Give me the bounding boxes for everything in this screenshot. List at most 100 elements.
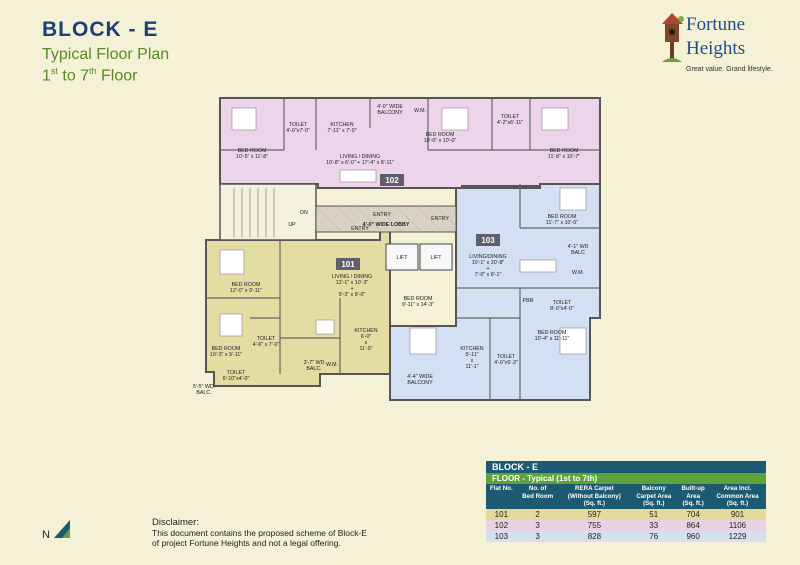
room-dim: 5'-11" bbox=[465, 352, 478, 358]
room-dim: 6'-10"x4'-0" bbox=[223, 376, 250, 382]
table-floor-title: FLOOR - Typical (1st to 7th) bbox=[486, 473, 766, 484]
table-cell: 2 bbox=[516, 508, 559, 520]
brand-name-line2: Heights bbox=[686, 38, 746, 59]
flat-103-badge bbox=[476, 234, 500, 246]
room-label: 4'-4" WIDE bbox=[407, 374, 433, 380]
room-label: W.M. bbox=[326, 362, 338, 368]
plan-subtitle: Typical Floor Plan bbox=[42, 46, 170, 63]
room-label: BED ROOM bbox=[404, 296, 433, 302]
disclaimer-heading: Disclaimer: bbox=[152, 517, 199, 528]
room-label: TOILET bbox=[501, 114, 520, 120]
disclaimer-line: This document contains the proposed sche… bbox=[152, 528, 367, 538]
flat-101-label: 101 bbox=[341, 260, 355, 269]
floor-plan: 102 103 101 BED ROOM 10'-5" x 11'-8" TOI… bbox=[193, 97, 601, 401]
room-label: TOILET bbox=[289, 122, 308, 128]
room-dim: 9'-11" x 14'-3" bbox=[402, 302, 434, 308]
room-dim: 8'-0"x4'-0" bbox=[550, 306, 574, 312]
room-label: BALC bbox=[571, 250, 585, 256]
room-dim: + bbox=[350, 286, 353, 292]
lobby bbox=[315, 205, 457, 233]
room-dim: 4'-2"x6'-11" bbox=[497, 120, 523, 126]
room-label: BALCONY bbox=[407, 380, 433, 386]
entry-label: ENTRY bbox=[431, 216, 449, 222]
table-cell: 76 bbox=[630, 530, 678, 542]
lift-label: LIFT bbox=[431, 255, 443, 261]
room-label: 5'-5" WD. bbox=[193, 384, 215, 390]
room-dim: 12'-0" x 9'-11" bbox=[230, 288, 262, 294]
table-cell: 864 bbox=[677, 519, 709, 531]
room-label: PBR bbox=[523, 298, 534, 304]
col-header: Flat No. bbox=[486, 484, 517, 509]
room-label: W.M. bbox=[572, 270, 584, 276]
room-label: LIVING / DINING bbox=[332, 274, 372, 280]
table-cell: 33 bbox=[630, 519, 678, 531]
lift-left bbox=[385, 243, 419, 271]
room-dim: 7'-0" x 8'-1" bbox=[475, 272, 502, 278]
north-label: N bbox=[42, 529, 50, 541]
room-label: KITCHEN bbox=[330, 122, 353, 128]
room-label: BED ROOM bbox=[548, 214, 577, 220]
room-dim: 4'-0"x6'-3" bbox=[494, 360, 518, 366]
table-cell: 101 bbox=[486, 508, 517, 520]
lobby-label: 4'-0" WIDE LOBBY bbox=[363, 222, 410, 228]
room-dim: 11'-8" x 10'-7" bbox=[548, 154, 580, 160]
birdhouse-icon bbox=[662, 13, 684, 62]
room-label: TOILET bbox=[257, 336, 276, 342]
floor-range: 1st to 7th Floor bbox=[42, 66, 138, 85]
north-arrow-icon bbox=[54, 520, 70, 538]
staircase bbox=[219, 183, 317, 241]
area-table: BLOCK - E FLOOR - Typical (1st to 7th) F… bbox=[486, 461, 766, 542]
table-cell: 960 bbox=[677, 530, 709, 542]
room-dim: 10'-4" x 11'-11" bbox=[535, 336, 570, 342]
room-label: BED ROOM bbox=[212, 346, 241, 352]
flat-102-badge bbox=[380, 174, 404, 186]
room-label: LIVING / DINING bbox=[340, 154, 380, 160]
entry-label: ENTRY bbox=[351, 226, 369, 232]
room-dim: x bbox=[471, 358, 474, 364]
room-dim: 10'-1" x 20'-8" bbox=[472, 260, 505, 266]
room-dim: 4'-6" x 7'-0" bbox=[253, 342, 280, 348]
room-dim: 11'-1" bbox=[465, 364, 478, 370]
table-cell: 901 bbox=[708, 508, 766, 520]
room-label: 4'-1" WD bbox=[568, 244, 589, 250]
title-block: BLOCK - E Typical Floor Plan 1st to 7th … bbox=[42, 18, 169, 85]
table-block-title: BLOCK - E bbox=[486, 461, 766, 473]
room-dim: x bbox=[365, 340, 368, 346]
table-cell: 3 bbox=[516, 530, 559, 542]
room-label: BALC. bbox=[306, 366, 321, 372]
stair-up-label: UP bbox=[288, 222, 296, 228]
flat-102-label: 102 bbox=[385, 176, 399, 185]
table-cell: 3 bbox=[516, 519, 559, 531]
room-dim: 13'-1" x 10'-3" bbox=[336, 280, 369, 286]
brand-tagline: Great value. Grand lifestyle. bbox=[686, 66, 773, 73]
room-label: W.M. bbox=[414, 108, 426, 114]
room-dim: 10'-3" x 9'-11" bbox=[210, 352, 242, 358]
table-cell: 102 bbox=[486, 519, 517, 531]
room-label: BALC. bbox=[196, 390, 211, 396]
room-label: TOILET bbox=[227, 370, 246, 376]
room-label: KITCHEN bbox=[460, 346, 483, 352]
col-header: Area Incl.Common Area(Sq. ft.) bbox=[708, 484, 766, 509]
room-label: 3'-7" WD bbox=[304, 360, 325, 366]
room-label: BALCONY bbox=[377, 110, 403, 116]
room-dim: 10'-5" x 11'-8" bbox=[236, 154, 268, 160]
lift-right bbox=[419, 243, 453, 271]
room-dim: 10'-0" x 10'-0" bbox=[424, 138, 457, 144]
room-dim: 11'-0" bbox=[359, 346, 372, 352]
flat-101-badge bbox=[336, 258, 360, 270]
table-cell: 51 bbox=[630, 508, 678, 520]
table-cell: 828 bbox=[558, 530, 631, 542]
flat-103-area bbox=[389, 183, 601, 401]
table-cell: 103 bbox=[486, 530, 517, 542]
lift-label: LIFT bbox=[397, 255, 409, 261]
room-dim: 10'-8" x 6'-0" + 17'-4" x 8'-11" bbox=[326, 160, 394, 166]
table-cell: 704 bbox=[677, 508, 709, 520]
table-cell: 1106 bbox=[708, 519, 766, 531]
